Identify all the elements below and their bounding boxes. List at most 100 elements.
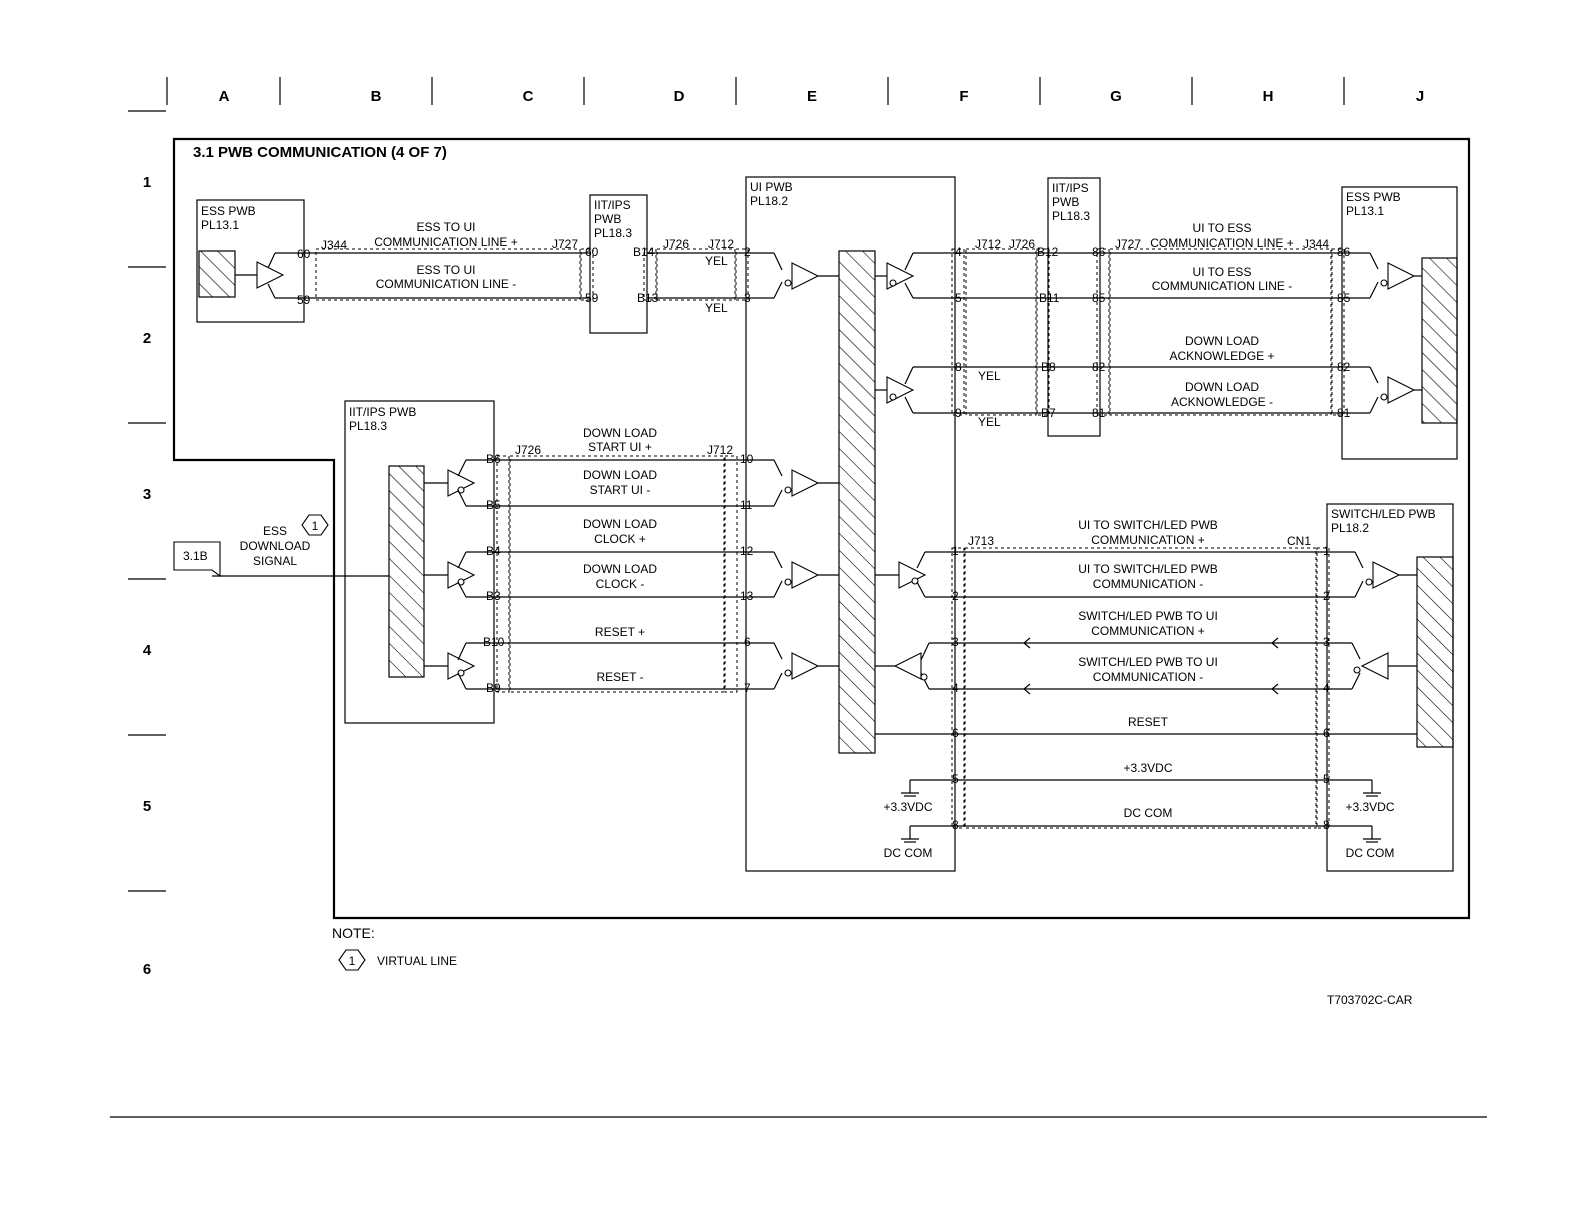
svg-text:START UI -: START UI - [590,483,651,497]
svg-text:6: 6 [744,635,751,649]
svg-text:PL18.2: PL18.2 [1331,521,1369,535]
svg-text:+3.3VDC: +3.3VDC [1123,761,1172,775]
svg-text:UI TO ESS: UI TO ESS [1193,265,1252,279]
svg-text:3: 3 [952,635,959,649]
row-labels: 1 2 3 4 5 6 [143,174,152,978]
row-label: 2 [143,330,151,347]
svg-text:3: 3 [744,291,751,305]
svg-text:4: 4 [1323,681,1330,695]
svg-text:DOWN LOAD: DOWN LOAD [583,468,657,482]
connector-block [1421,257,1458,424]
figure-id: T703702C-CAR [1327,993,1413,1007]
connector-block [198,250,236,298]
svg-text:UI TO SWITCH/LED PWB: UI TO SWITCH/LED PWB [1078,562,1218,576]
column-label: E [807,88,817,105]
svg-text:RESET -: RESET - [596,670,643,684]
svg-text:DOWNLOAD: DOWNLOAD [240,539,311,553]
svg-text:ESS TO UI: ESS TO UI [417,220,476,234]
svg-text:DC COM: DC COM [1346,846,1395,860]
svg-text:J344: J344 [321,238,347,252]
svg-text:SWITCH/LED PWB TO UI: SWITCH/LED PWB TO UI [1078,655,1218,669]
ground-symbols [901,779,1381,843]
row-label: 3 [143,486,151,503]
svg-text:81: 81 [1337,406,1351,420]
connector-block [388,465,425,678]
wires-ui-to-ess [951,248,1422,416]
svg-text:1: 1 [312,519,319,533]
svg-text:B3: B3 [486,589,501,603]
row-label: 6 [143,961,151,978]
svg-text:UI PWB: UI PWB [750,180,793,194]
column-label: J [1416,88,1424,105]
column-label: A [219,88,230,105]
svg-text:J727: J727 [1115,237,1141,251]
svg-text:5: 5 [952,772,959,786]
grid-frame [110,77,1487,1118]
column-label: B [371,88,382,105]
wires-iit-to-ui [424,455,738,693]
svg-text:7: 7 [744,681,751,695]
svg-text:DOWN LOAD: DOWN LOAD [1185,334,1259,348]
svg-text:COMMUNICATION -: COMMUNICATION - [1093,670,1203,684]
svg-text:DC COM: DC COM [884,846,933,860]
board-iit-top: IIT/IPS PWB PL18.3 [589,194,648,334]
signal-labels: ESS TO UI COMMUNICATION LINE + ESS TO UI… [374,220,1395,860]
svg-text:J712: J712 [975,237,1001,251]
svg-text:DOWN LOAD: DOWN LOAD [583,517,657,531]
svg-text:B14: B14 [633,245,655,259]
svg-text:2: 2 [952,589,959,603]
svg-text:PL18.3: PL18.3 [349,419,387,433]
svg-text:ACKNOWLEDGE +: ACKNOWLEDGE + [1169,349,1274,363]
svg-text:B10: B10 [483,635,505,649]
svg-text:82: 82 [1092,360,1106,374]
ui-receivers [737,252,839,690]
svg-text:59: 59 [297,293,311,307]
svg-text:PL13.1: PL13.1 [1346,204,1384,218]
svg-text:YEL: YEL [978,415,1001,429]
board-ui: UI PWB PL18.2 [745,176,956,872]
svg-text:5: 5 [955,291,962,305]
svg-text:COMMUNICATION LINE -: COMMUNICATION LINE - [1152,279,1292,293]
board-ess-right: ESS PWB PL13.1 [1341,186,1458,460]
svg-text:J712: J712 [707,443,733,457]
svg-text:4: 4 [955,245,962,259]
svg-text:UI TO ESS: UI TO ESS [1193,221,1252,235]
svg-text:J712: J712 [708,237,734,251]
svg-text:UI TO SWITCH/LED PWB: UI TO SWITCH/LED PWB [1078,518,1218,532]
svg-text:PL18.3: PL18.3 [594,226,632,240]
wires-ui-to-switch [951,547,1417,829]
note-text: VIRTUAL LINE [377,954,457,968]
svg-text:5: 5 [1323,772,1330,786]
svg-text:13: 13 [740,589,754,603]
offpage-ess-download: 3.1B 1 ESS DOWNLOAD SIGNAL [173,514,389,578]
svg-text:B9: B9 [486,681,501,695]
ui-drivers [875,252,955,735]
svg-text:3.1B: 3.1B [183,549,208,563]
svg-text:12: 12 [740,544,754,558]
svg-text:IIT/IPS: IIT/IPS [1052,181,1089,195]
svg-text:RESET +: RESET + [595,625,645,639]
column-label: C [523,88,534,105]
svg-text:J713: J713 [968,534,994,548]
board-iit-left: IIT/IPS PWB PL18.3 [344,400,495,724]
svg-text:CLOCK +: CLOCK + [594,532,646,546]
wires-ess-to-ui [235,248,749,301]
svg-text:PWB: PWB [1052,195,1079,209]
board-ess-left: ESS PWB PL13.1 [196,199,305,323]
connector-block [1416,556,1454,748]
svg-text:J726: J726 [663,237,689,251]
svg-text:10: 10 [740,452,754,466]
svg-text:B5: B5 [486,498,501,512]
svg-text:B4: B4 [486,544,501,558]
svg-text:8: 8 [955,360,962,374]
svg-text:86: 86 [1092,245,1106,259]
svg-text:9: 9 [955,406,962,420]
svg-text:SIGNAL: SIGNAL [253,554,297,568]
svg-text:1: 1 [952,544,959,558]
note-marker: 1 [349,954,356,968]
svg-text:DC COM: DC COM [1124,806,1173,820]
svg-text:ESS PWB: ESS PWB [1346,190,1401,204]
svg-text:SWITCH/LED PWB TO UI: SWITCH/LED PWB TO UI [1078,609,1218,623]
svg-text:IIT/IPS PWB: IIT/IPS PWB [349,405,416,419]
